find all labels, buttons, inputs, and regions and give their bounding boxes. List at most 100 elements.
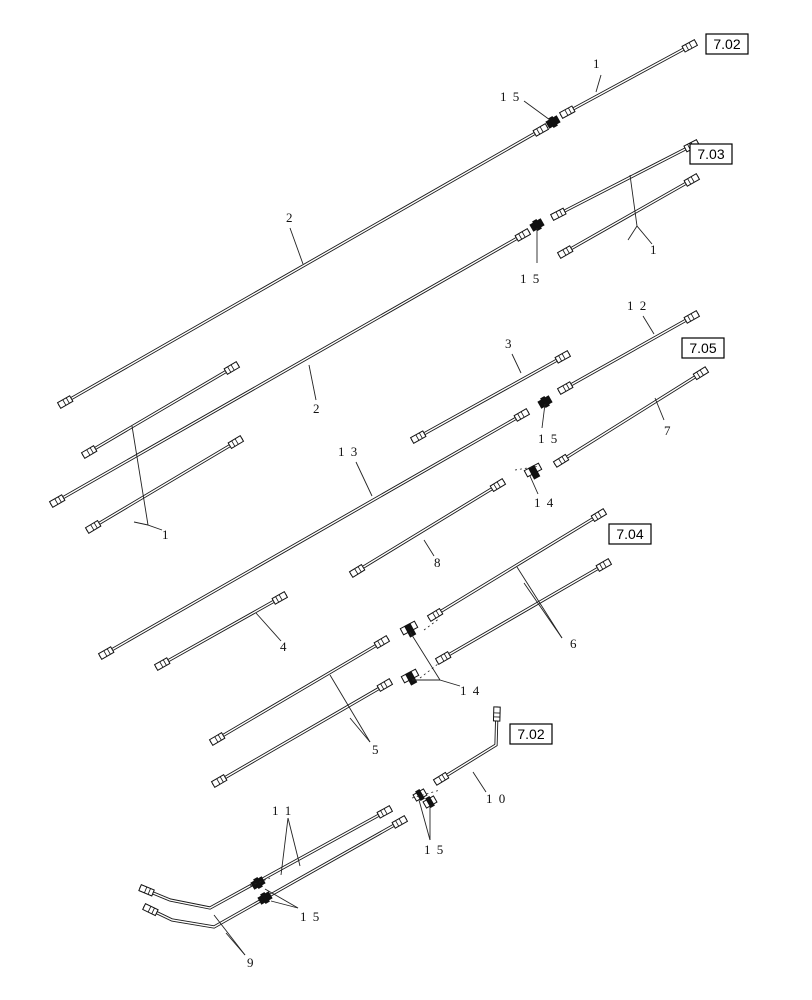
leader-line xyxy=(308,364,317,401)
callout-4: 4 xyxy=(280,639,288,654)
reference-label: 7.02 xyxy=(517,726,544,742)
leader-line xyxy=(595,74,602,93)
callout-15: 1 5 xyxy=(424,842,445,857)
tube-end-nut xyxy=(556,381,574,395)
leader-line xyxy=(423,539,435,557)
leader-line xyxy=(349,717,371,743)
callout-14: 1 4 xyxy=(460,683,481,698)
leader-line xyxy=(654,397,665,421)
alignment-dash xyxy=(423,617,441,631)
leader-line xyxy=(329,674,371,743)
tube-end-nut xyxy=(409,430,427,444)
callout-8: 8 xyxy=(434,555,442,570)
leader-line xyxy=(255,612,282,642)
leader-line xyxy=(541,403,546,429)
reference-label: 7.02 xyxy=(713,36,740,52)
tube-1-left-b xyxy=(84,435,245,534)
tube-end-nut xyxy=(549,207,567,221)
tube-end-nut xyxy=(426,607,444,622)
callout-7: 7 xyxy=(664,423,672,438)
tube-end-nut xyxy=(227,435,245,450)
tube-end-nut xyxy=(97,646,115,660)
callout-13: 1 3 xyxy=(338,444,359,459)
tube-11-lower xyxy=(142,815,409,929)
tube-end-nut xyxy=(142,903,159,917)
tee-fitting-14 xyxy=(399,620,419,638)
tube-end-nut xyxy=(56,395,74,409)
callout-10: 1 0 xyxy=(486,791,507,806)
callout-15: 1 5 xyxy=(538,431,559,446)
leader-line xyxy=(511,353,522,374)
tube-end-nut xyxy=(208,731,226,746)
fitting-group xyxy=(250,115,561,905)
tube-3 xyxy=(409,350,572,444)
callout-15: 1 5 xyxy=(520,271,541,286)
union-fitting-15 xyxy=(537,395,553,409)
leader-line xyxy=(133,521,149,526)
callout-2: 2 xyxy=(313,401,321,416)
reference-box-7-04: 7.04 xyxy=(608,523,652,545)
alignment-dash xyxy=(249,877,271,887)
union-fitting-15 xyxy=(257,891,273,905)
callout-11: 1 1 xyxy=(272,803,293,818)
leader-line xyxy=(642,315,655,335)
tube-end-nut xyxy=(138,884,155,897)
tube-end-nut xyxy=(683,310,701,324)
leader-line xyxy=(225,932,246,956)
callout-1: 1 xyxy=(650,242,658,257)
tube-4 xyxy=(153,591,289,671)
leader-line xyxy=(289,227,304,265)
tube-5-lower xyxy=(210,678,394,788)
callout-15: 1 5 xyxy=(300,909,321,924)
leader-line xyxy=(264,888,299,909)
tube-end-nut xyxy=(271,591,289,605)
callout-6: 6 xyxy=(570,636,578,651)
tube-1-right-b xyxy=(556,173,701,259)
callout-3: 3 xyxy=(505,336,513,351)
tube-end-nut xyxy=(48,494,66,508)
tee-fitting-14 xyxy=(400,668,420,686)
tube-end-nut xyxy=(552,453,570,468)
reference-box-7-03: 7.03 xyxy=(689,143,733,165)
tube-end-nut xyxy=(153,657,171,671)
tube-end-nut xyxy=(595,558,613,572)
leader-line xyxy=(627,225,638,241)
callout-1: 1 xyxy=(593,56,601,71)
tee-fitting-14 xyxy=(523,462,543,480)
leader-line xyxy=(472,771,487,793)
tube-end-nut xyxy=(210,774,228,788)
reference-label: 7.03 xyxy=(697,146,724,162)
tube-8 xyxy=(348,478,507,578)
tube-end-nut xyxy=(84,519,102,534)
tube-1-right-a xyxy=(549,139,701,221)
tube-end-nut xyxy=(554,350,572,364)
leader-line xyxy=(516,566,563,639)
leader-line xyxy=(523,582,563,639)
tube-10 xyxy=(432,706,501,786)
tube-end-nut xyxy=(558,105,576,119)
tube-end-nut xyxy=(513,408,531,422)
tube-5-upper xyxy=(208,635,391,746)
leader-line xyxy=(409,631,461,687)
union-fitting-15 xyxy=(529,218,545,232)
tube-7 xyxy=(552,366,710,468)
union-fitting-15 xyxy=(545,115,561,129)
tube-end-nut xyxy=(391,815,409,829)
tube-1-top xyxy=(558,39,699,119)
leader-line xyxy=(523,100,551,121)
leader-line xyxy=(280,817,289,876)
alignment-dash xyxy=(419,663,439,679)
tube-end-nut xyxy=(489,478,507,493)
callout-12: 1 2 xyxy=(627,298,648,313)
callout-1: 1 xyxy=(162,527,170,542)
tube-2-long-lower xyxy=(48,228,532,508)
union-fitting-15 xyxy=(422,795,438,809)
tube-end-nut xyxy=(432,771,450,786)
leader-line xyxy=(270,900,299,909)
tube-end-nut xyxy=(80,444,98,459)
reference-box-7-05: 7.05 xyxy=(681,337,725,359)
tube-end-nut xyxy=(376,678,394,692)
callout-15: 1 5 xyxy=(500,89,521,104)
leader-line xyxy=(529,475,539,495)
